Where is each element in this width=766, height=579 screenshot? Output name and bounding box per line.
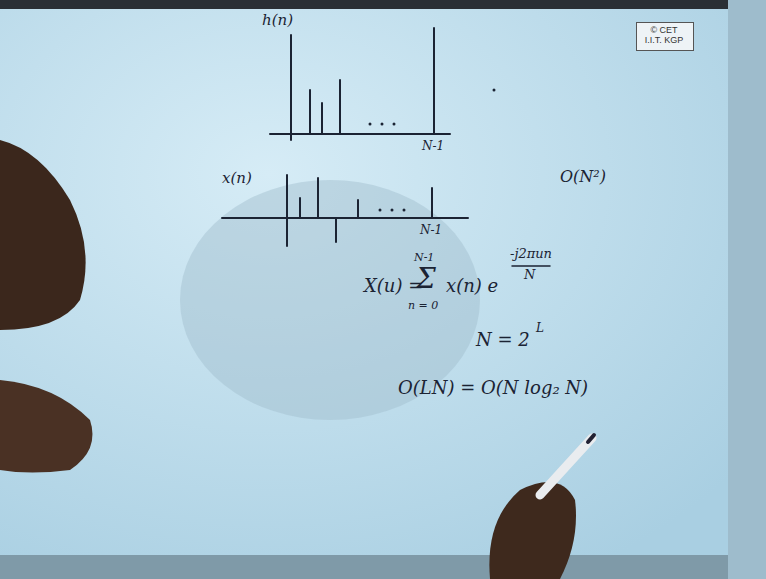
x-stem <box>299 198 301 218</box>
h-stem <box>309 90 311 134</box>
exponent: L <box>536 322 544 335</box>
formula-part: N = 2 <box>476 330 530 350</box>
pen-tip <box>588 435 594 442</box>
fraction-bar <box>512 265 550 267</box>
dot <box>381 123 384 126</box>
sum-symbol: Σ <box>416 264 436 295</box>
right-hand <box>489 482 576 579</box>
h-stem <box>339 80 341 134</box>
complexity-formula: O(LN) = O(N log₂ N) <box>398 378 588 398</box>
formula-part: x(n) e <box>446 276 498 296</box>
watermark-text: © CET I.I.T. KGP <box>641 25 687 46</box>
exponent-numerator: -j2πun <box>510 247 552 261</box>
axis-label: x(n) <box>222 170 252 187</box>
x-stem <box>431 188 433 218</box>
h-axis <box>270 133 450 135</box>
complexity-note: O(N²) <box>560 168 606 186</box>
axis-tick: N-1 <box>422 140 444 153</box>
left-hand <box>0 140 86 330</box>
pen <box>540 438 592 495</box>
h-stem <box>433 28 435 134</box>
axis-tick: N-1 <box>420 224 442 237</box>
dot <box>403 209 406 212</box>
dot <box>379 209 382 212</box>
h-stem <box>321 103 323 134</box>
dot <box>393 123 396 126</box>
right-edge <box>728 0 766 579</box>
top-edge <box>0 0 766 9</box>
x-stem <box>286 175 288 246</box>
x-stem <box>317 178 319 218</box>
h-stem <box>290 35 292 140</box>
x-stem <box>357 200 359 218</box>
dot <box>391 209 394 212</box>
exponent-denominator: N <box>524 268 535 282</box>
sum-lower-limit: n = 0 <box>408 300 438 312</box>
left-hand-lower <box>0 380 93 473</box>
x-stem <box>335 218 337 242</box>
bottom-edge <box>0 555 766 579</box>
dot <box>493 89 496 92</box>
dot <box>369 123 372 126</box>
watermark-box: © CET I.I.T. KGP <box>636 22 694 51</box>
axis-label: h(n) <box>262 12 293 29</box>
sum-upper-limit: N-1 <box>414 252 434 264</box>
formula-part: X(u) = <box>364 276 423 296</box>
